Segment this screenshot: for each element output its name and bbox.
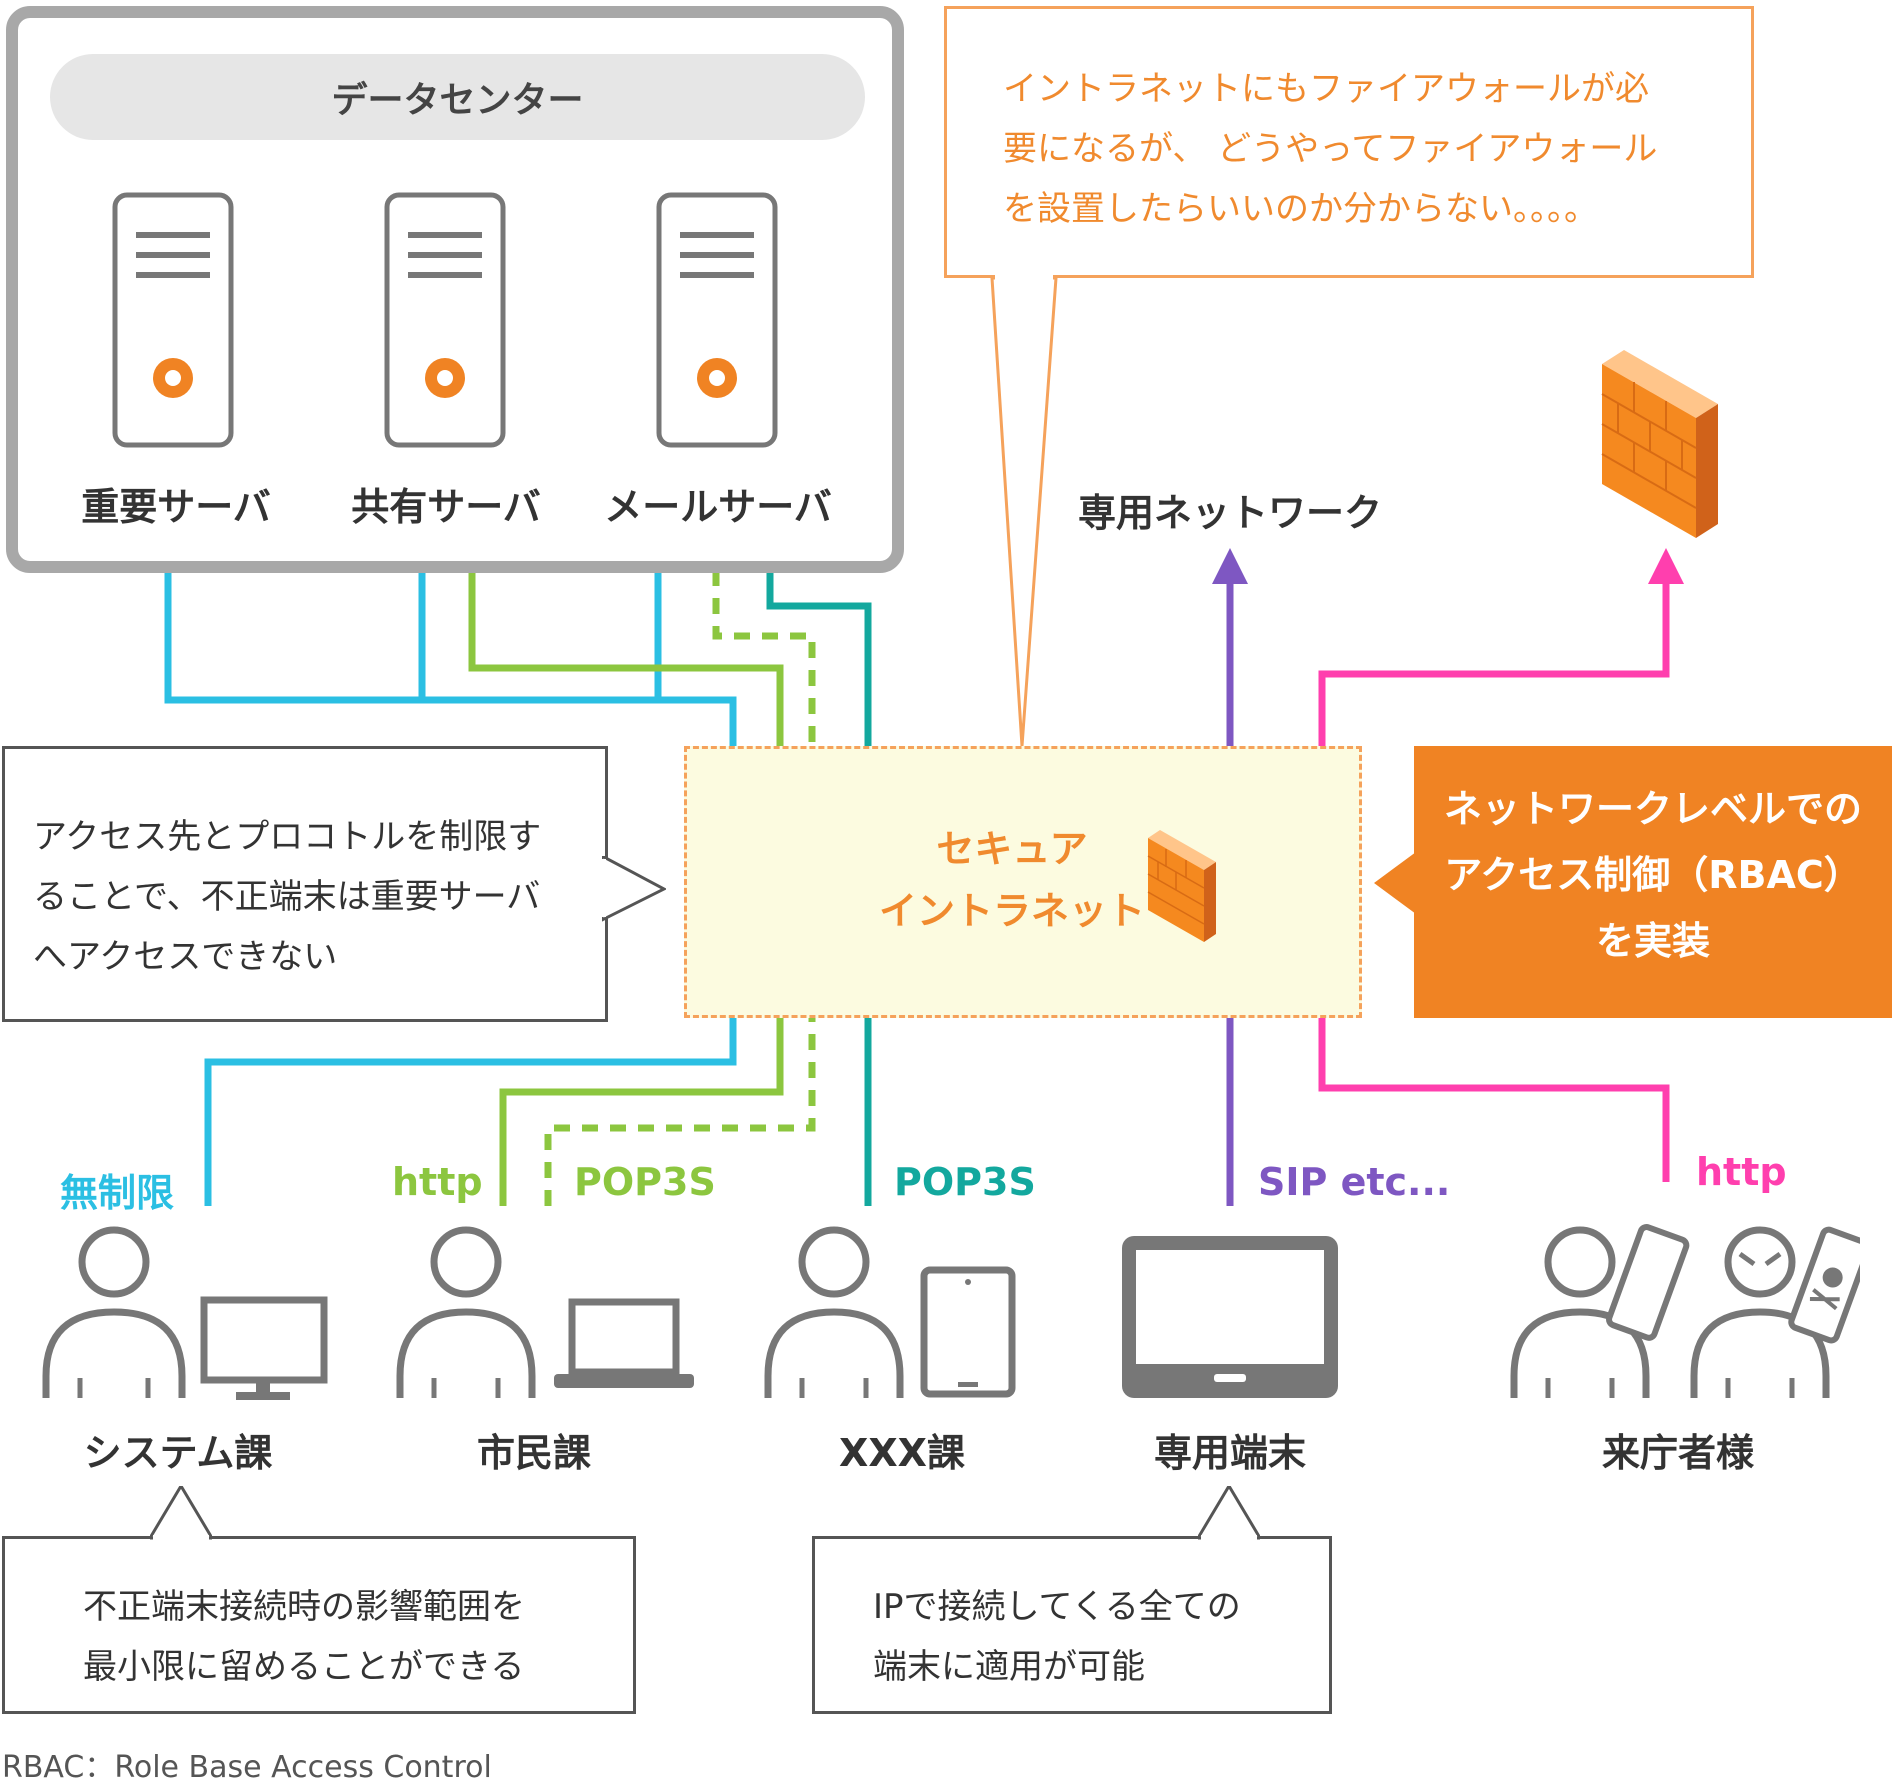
visitors-icon xyxy=(1510,1224,1860,1398)
left-note: アクセス先とプロコトルを制限す ることで、不正端末は重要サーバ へアクセスできな… xyxy=(2,746,608,1022)
server-icon-important xyxy=(112,192,234,448)
bottom-note-left-line: 最小限に留めることができる xyxy=(83,1647,525,1687)
server-icon-shared xyxy=(384,192,506,448)
person-xxx-icon xyxy=(764,1226,1016,1398)
rbac-note-line: ネットワークレベルでの xyxy=(1443,787,1862,831)
protocol-unrestricted: 無制限 xyxy=(60,1171,175,1215)
rbac-note-line: アクセス制御（RBAC） xyxy=(1444,853,1862,897)
user-label-xxx: XXX課 xyxy=(839,1431,965,1475)
secure-intranet-line1: セキュア xyxy=(936,827,1088,871)
network-label: 専用ネットワーク xyxy=(1078,491,1383,535)
person-system-icon xyxy=(42,1226,328,1400)
left-note-line: へアクセスできない xyxy=(33,937,338,977)
firewall-icon xyxy=(1601,350,1718,538)
bottom-note-left-line: 不正端末接続時の影響範囲を xyxy=(83,1587,525,1627)
protocol-pop3s-citizen: POP3S xyxy=(574,1160,716,1204)
user-label-terminal: 専用端末 xyxy=(1153,1431,1306,1475)
server-label-important: 重要サーバ xyxy=(81,485,271,529)
bottom-note-left-pointer xyxy=(150,1486,212,1540)
bottom-note-right-line: IPで接続してくる全ての xyxy=(873,1587,1241,1627)
left-note-line: アクセス先とプロコトルを制限す xyxy=(33,817,542,857)
top-note-line: を設置したらいいのか分からない。。。。 xyxy=(1003,189,1598,229)
footer-abbreviation: RBAC：Role Base Access Control xyxy=(2,1750,492,1785)
top-note-line: 要になるが、 どうやってファイアウォール xyxy=(1003,129,1658,169)
bottom-note-left: 不正端末接続時の影響範囲を 最小限に留めることができる xyxy=(2,1536,636,1714)
secure-intranet-line2: イントラネット xyxy=(878,889,1145,933)
bottom-note-right-line: 端末に適用が可能 xyxy=(873,1647,1145,1687)
protocol-pop3s-xxx: POP3S xyxy=(894,1160,1036,1204)
secure-intranet-label: セキュア イントラネット xyxy=(872,818,1152,942)
protocol-http-citizen: http xyxy=(392,1160,483,1204)
protocol-sip: SIP etc... xyxy=(1258,1160,1451,1204)
bottom-note-right: IPで接続してくる全ての 端末に適用が可能 xyxy=(812,1536,1332,1714)
rbac-note: ネットワークレベルでの アクセス制御（RBAC） を実装 xyxy=(1414,746,1892,1018)
top-note-line: イントラネットにもファイアウォールが必 xyxy=(1003,69,1649,109)
server-label-mail: メールサーバ xyxy=(604,485,832,529)
rbac-note-pointer xyxy=(1374,852,1416,914)
arrowhead-pink xyxy=(1648,548,1684,584)
left-note-line: ることで、不正端末は重要サーバ xyxy=(33,877,541,917)
dedicated-terminal-icon xyxy=(1122,1236,1338,1398)
secure-intranet-zone xyxy=(684,746,1362,1018)
server-label-shared: 共有サーバ xyxy=(351,485,541,529)
bottom-note-right-pointer xyxy=(1198,1486,1260,1540)
top-note-tail xyxy=(990,276,1058,747)
arrowhead-purple xyxy=(1212,548,1248,584)
top-note: イントラネットにもファイアウォールが必 要になるが、 どうやってファイアウォール… xyxy=(944,6,1754,278)
user-label-system: システム課 xyxy=(83,1431,273,1475)
left-note-pointer xyxy=(602,856,666,922)
protocol-http-visitor: http xyxy=(1696,1150,1787,1194)
datacenter-title: データセンター xyxy=(50,54,865,140)
server-icon-mail xyxy=(656,192,778,448)
tail-joint xyxy=(995,274,1053,282)
firewall-small-icon xyxy=(1147,830,1216,942)
user-label-visitor: 来庁者様 xyxy=(1601,1431,1754,1475)
rbac-note-line: を実装 xyxy=(1595,919,1710,963)
person-citizen-icon xyxy=(396,1226,694,1398)
user-label-citizen: 市民課 xyxy=(476,1431,591,1475)
